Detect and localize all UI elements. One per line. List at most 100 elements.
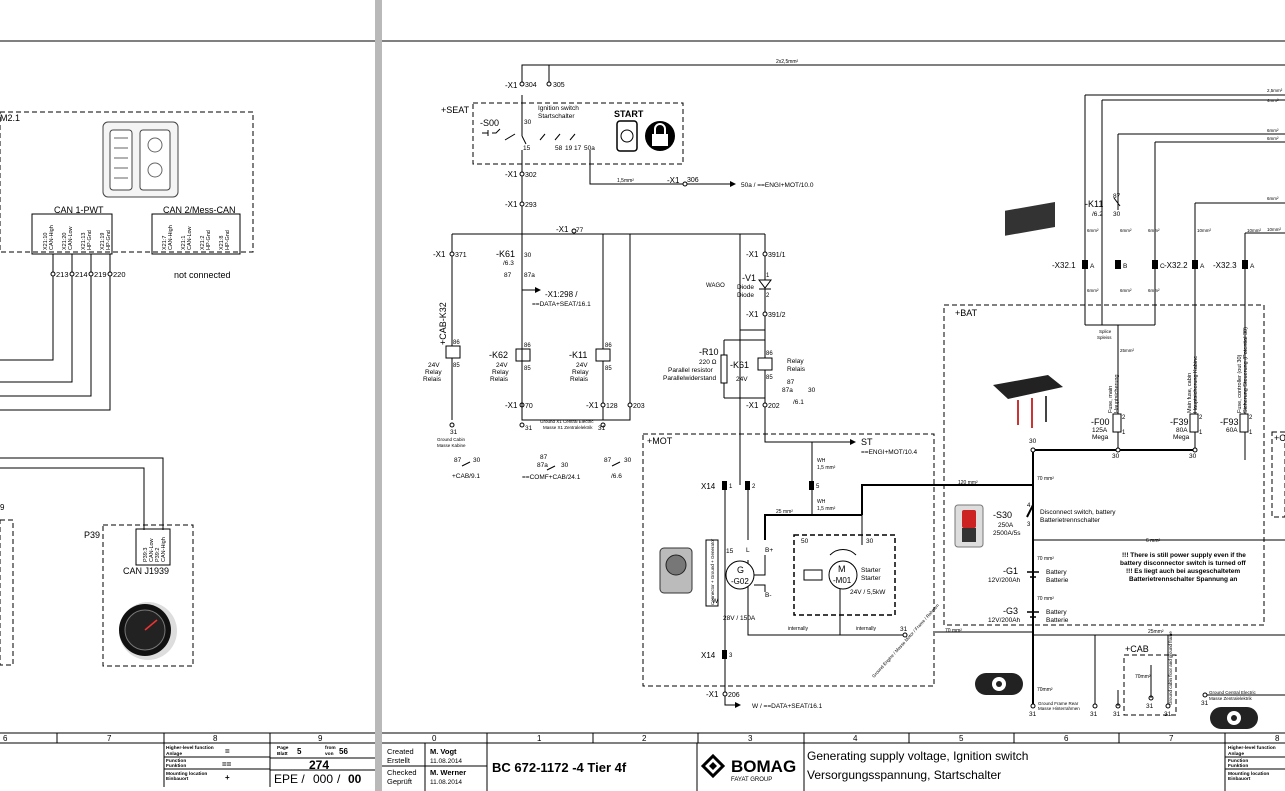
t371: 371 <box>455 252 467 259</box>
x1-128-label: -X1 <box>586 401 599 410</box>
can1-title: CAN 1-PWT <box>54 205 104 215</box>
wire-70-e: 70mm² <box>1037 687 1053 693</box>
tb-checked-name: M. Werner <box>430 768 466 777</box>
k11-label: -K11 <box>569 350 587 360</box>
g3-battery: Battery <box>1046 609 1067 616</box>
left-page: M2.1 CAN 1-PWT CAN 2/Mess-CAN X21:10 CAN… <box>0 40 375 787</box>
warning-line-3: !!! Es liegt auch bei ausgeschaltetem <box>1126 568 1240 575</box>
s30-amps: 250A <box>998 522 1014 529</box>
can2-pin: X21:8 <box>219 236 225 250</box>
wh2-label: WH <box>817 499 826 505</box>
ref-50a: 50a / ==ENGI+MOT/10.0 <box>741 182 814 189</box>
tb-page-en: Page <box>277 745 289 751</box>
x1-298-label: -X1:298 / <box>545 290 578 299</box>
mot-box <box>642 433 935 687</box>
w-6a: 6mm² <box>1087 228 1099 233</box>
tb-brand-sub: FAYAT GROUP <box>731 777 772 783</box>
tb-title-de: Versorgungsspannung, Startschalter <box>807 768 1001 782</box>
d-pin-1: 1 <box>766 273 770 279</box>
tb-from-val: 56 <box>339 747 348 756</box>
control-unit-image <box>102 121 179 198</box>
s30-peak: 2500A/5s <box>993 530 1021 537</box>
t391-1: 391/1 <box>768 252 786 259</box>
cab-9-1-ref: +CAB/9.1 <box>452 473 480 480</box>
r66-ref: /6.6 <box>611 473 622 480</box>
bomag-logo-icon <box>700 753 726 779</box>
starter-pin-30: 30 <box>866 538 874 545</box>
gen-spec: 28V / 150A <box>723 615 756 622</box>
can1-sig: HP-Gnd <box>87 230 93 250</box>
wh1-label: WH <box>817 458 826 464</box>
f93-pin-1: 1 <box>1249 430 1253 436</box>
k61a-30: 30 <box>524 252 532 259</box>
gnd-x1-en: Ground X1 Central Electric <box>540 419 594 424</box>
wire-1-5: 1,5mm² <box>617 178 634 184</box>
diode-en: Diode <box>737 284 754 291</box>
x32-pin-a: A <box>1090 263 1095 270</box>
gnd-31-b: 31 <box>1090 711 1098 718</box>
ignition-de: Startschalter <box>538 113 575 120</box>
tb-r-ml-en: Mounting location <box>1228 771 1269 777</box>
x1-391-2-label: -X1 <box>746 310 759 319</box>
g3-batterie: Batterie <box>1046 617 1069 624</box>
col-1: 1 <box>537 734 542 743</box>
t302: 302 <box>525 172 537 179</box>
s30-de: Batterietrennschalter <box>1040 517 1101 524</box>
cab-contact-87: 87 <box>454 457 462 464</box>
cab-contact-30: 30 <box>473 457 481 464</box>
pin-30: 30 <box>524 119 532 126</box>
comf-contact-87: 87 <box>540 454 548 461</box>
ground-lug-image <box>975 673 1023 695</box>
can2-sig: HP-Gnd <box>206 230 212 250</box>
tb-created-name: M. Vogt <box>430 747 457 756</box>
wire-70-d: 70 mm² <box>945 628 962 634</box>
r10-resistor <box>720 354 728 384</box>
g3-spec: 12V/200Ah <box>988 617 1021 624</box>
starter-solenoid <box>803 569 823 581</box>
main-fuse-cab-de: Hauptsicherung Kabine <box>1193 356 1199 413</box>
starter-pin-50: 50 <box>801 538 809 545</box>
g1-batterie: Batterie <box>1046 577 1069 584</box>
par-res-en: Parallel resistor <box>668 367 714 374</box>
can-j1939-label: CAN J1939 <box>123 566 169 576</box>
tb-from-en: from <box>325 745 336 751</box>
k11-relais: Relais <box>570 376 589 383</box>
tb-created-de: Erstellt <box>387 756 411 765</box>
can2-sig: CAN-Low <box>187 226 193 250</box>
x1-371-label: -X1 <box>433 250 446 259</box>
engine-ground: Ground Engine / Masse Motor / Frame / Ra… <box>871 602 940 678</box>
gen-Bminus: B- <box>765 592 772 599</box>
page-separator <box>375 0 382 791</box>
warning-line-4: Batterietrennschalter Spannung an <box>1129 576 1237 583</box>
bus-30-a: 30 <box>1029 438 1037 445</box>
gen-L: L <box>746 547 750 554</box>
can1-pin: X21:13 <box>81 233 87 250</box>
w-2-5-r: 2,5mm² <box>1267 88 1283 93</box>
f93-fuse <box>1239 413 1249 433</box>
k62-85: 85 <box>524 366 531 372</box>
w-10-r: 10mm² <box>1267 227 1282 232</box>
can1-sig: CAN-High <box>49 225 55 250</box>
f00-mega: Mega <box>1092 434 1109 441</box>
x1-306-label: -X1 <box>667 176 680 185</box>
g02-label: -G02 <box>731 577 749 586</box>
gnd-31-c: 31 <box>1113 711 1121 718</box>
can2-pin: X21:2 <box>200 236 206 250</box>
f39-fuse <box>1189 413 1199 433</box>
w-6e: 6mm² <box>1120 288 1132 293</box>
wire-70-b: 70 mm² <box>1037 556 1054 562</box>
ign-pin-50a: 50a <box>584 145 595 152</box>
t206: 206 <box>728 692 740 699</box>
wire-25-c: 25mm² <box>1148 629 1164 635</box>
col-0: 0 <box>432 734 437 743</box>
w-6c: 6mm² <box>1148 228 1160 233</box>
tb-fn-en: Function <box>166 758 186 764</box>
bus-30-b: 30 <box>1112 453 1120 460</box>
can2-title: CAN 2/Mess-CAN <box>163 205 236 215</box>
col-6: 6 <box>3 734 8 743</box>
tb-model: BC 672-1172 -4 Tier 4f <box>492 760 627 775</box>
can1-sig: HP-Gnd <box>106 230 112 250</box>
x14-3-label: X14 <box>701 651 716 660</box>
r66-contact-30: 30 <box>624 457 632 464</box>
col-2: 2 <box>642 734 647 743</box>
